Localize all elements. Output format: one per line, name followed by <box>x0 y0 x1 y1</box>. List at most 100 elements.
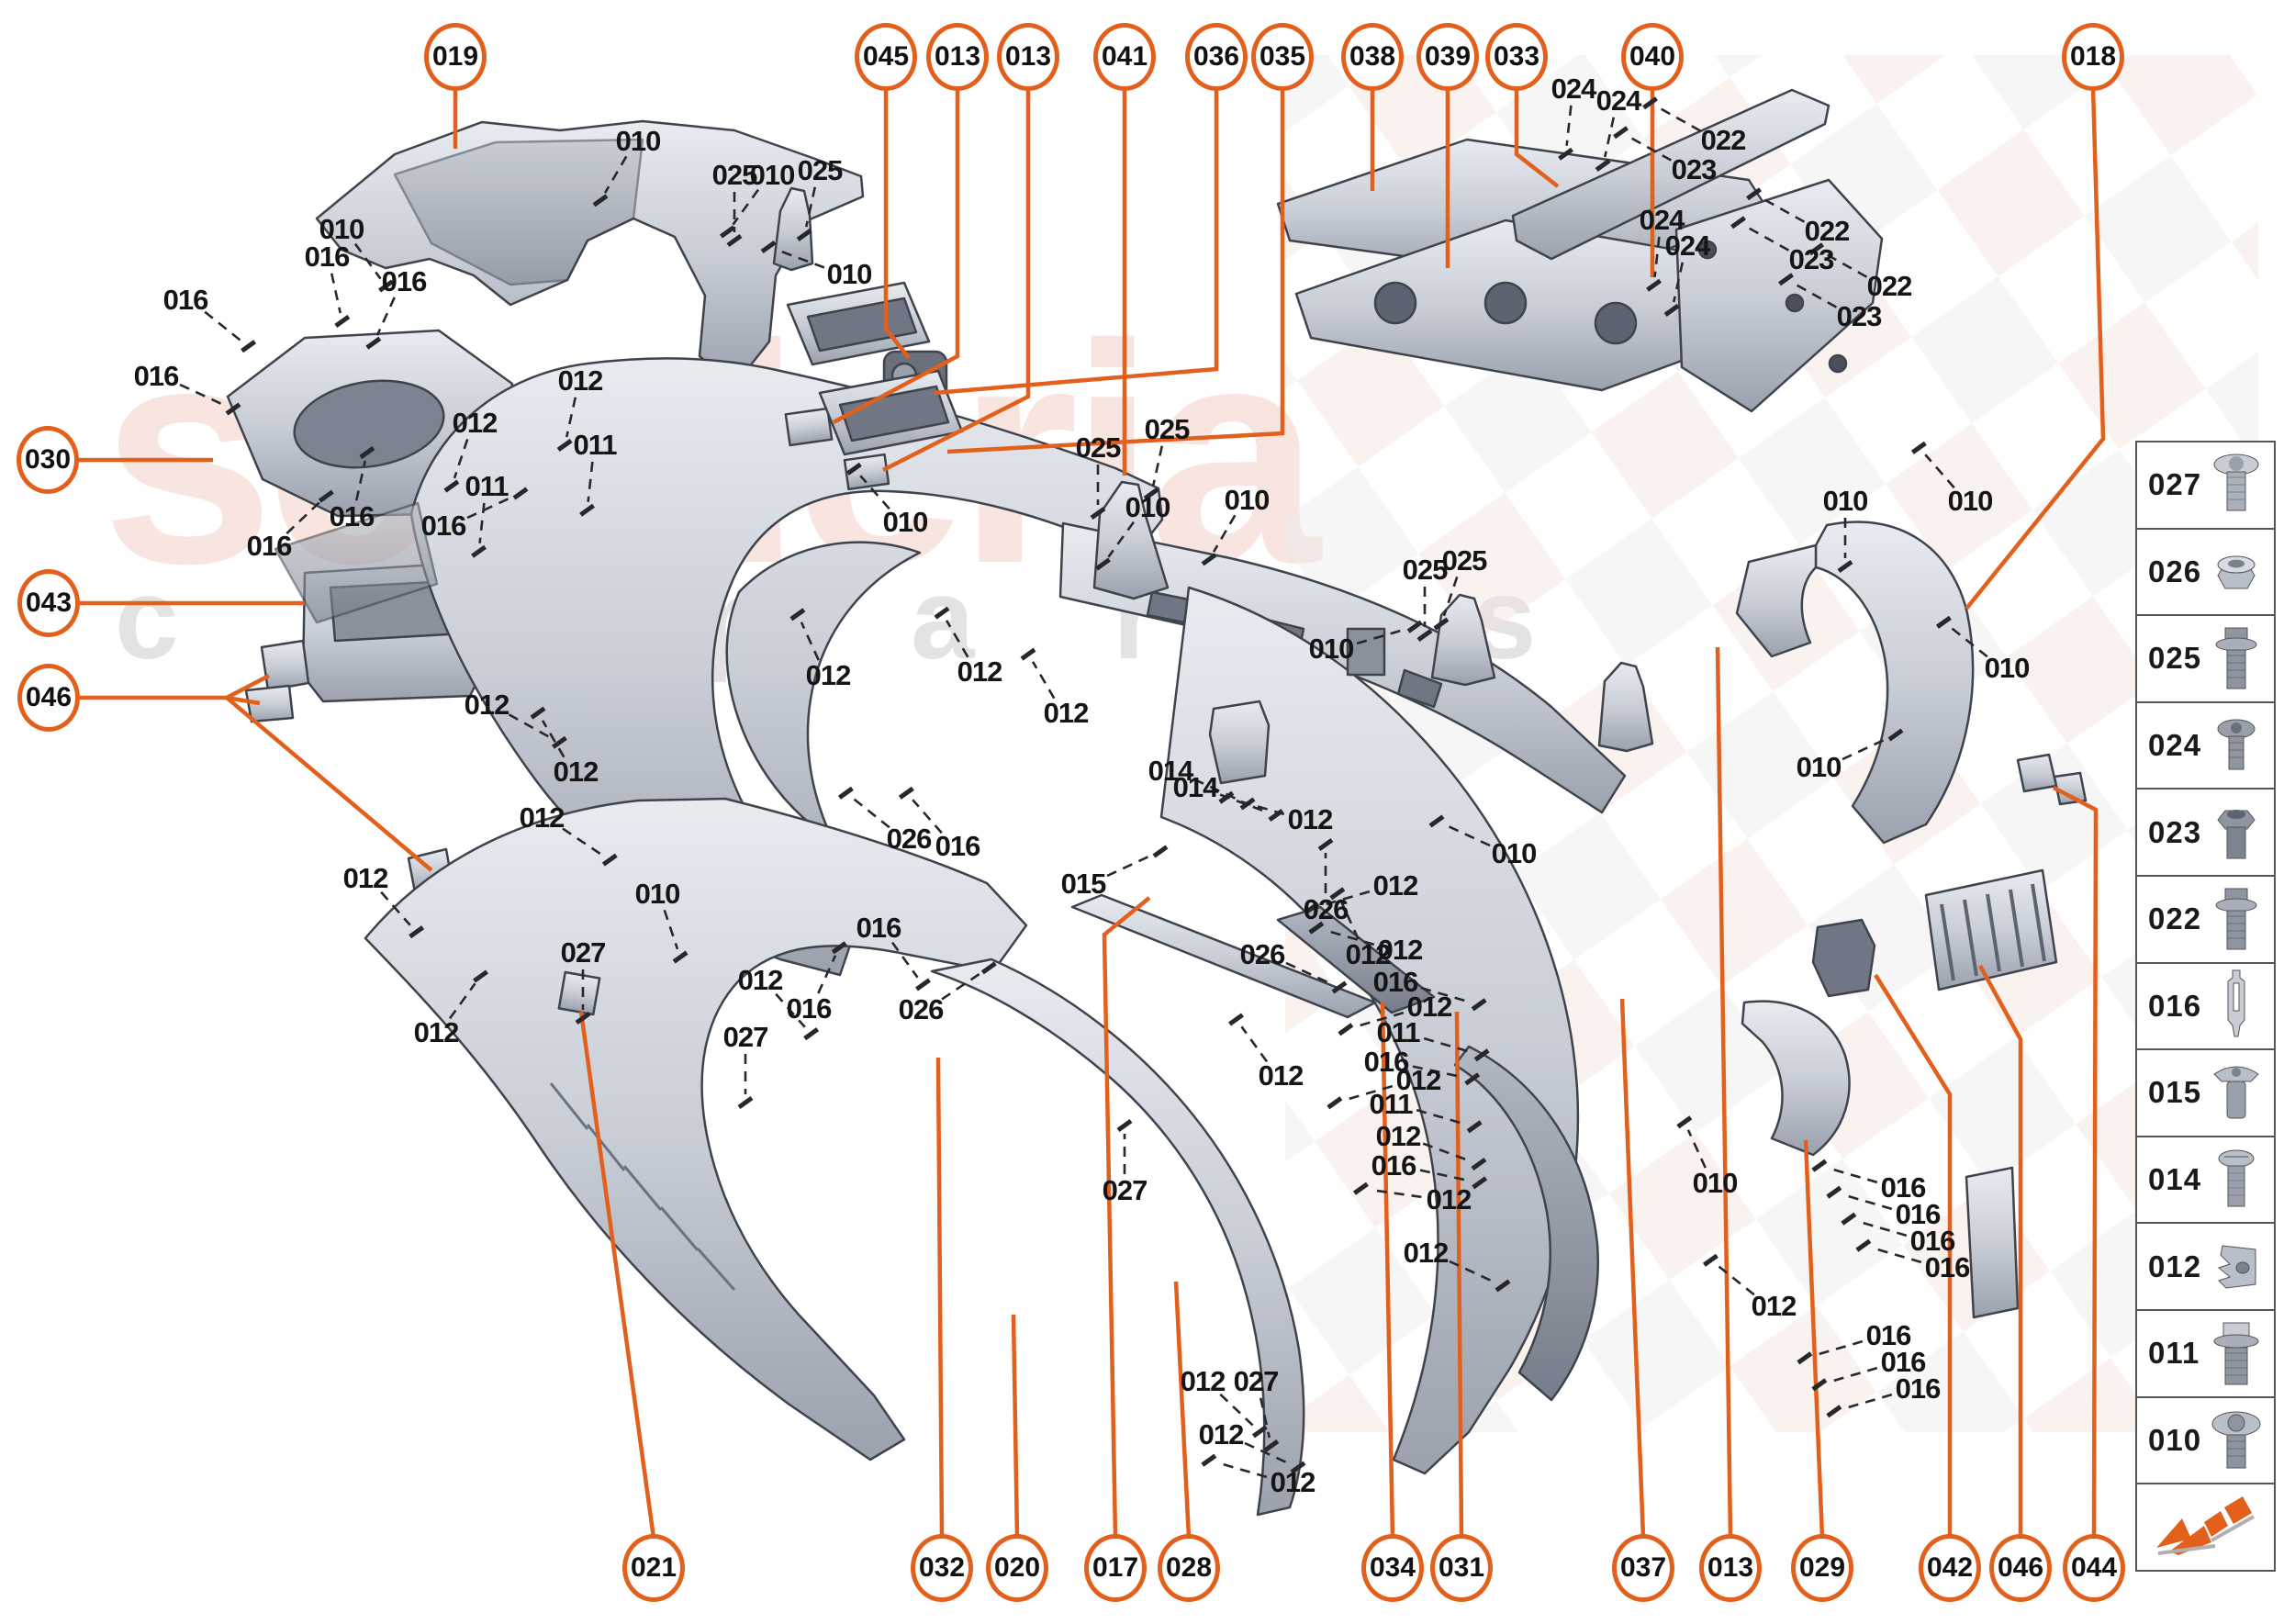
legend-row-015[interactable]: 015 <box>2135 1048 2276 1137</box>
legend-row-022[interactable]: 022 <box>2135 874 2276 964</box>
callout-circle-041[interactable]: 041 <box>1093 23 1156 91</box>
part-number-label: 016 <box>1865 1319 1912 1351</box>
callout-circle-044[interactable]: 044 <box>2063 1534 2125 1602</box>
part-arch-strip-029 <box>1965 1166 2020 1319</box>
callout-circle-034[interactable]: 034 <box>1361 1534 1424 1602</box>
part-number-label: 010 <box>1796 751 1842 783</box>
part-number-label: 016 <box>1371 1149 1417 1182</box>
callout-circle-013[interactable]: 013 <box>997 23 1059 91</box>
callout-circle-018[interactable]: 018 <box>2062 23 2124 91</box>
legend-row-023[interactable]: 023 <box>2135 788 2276 877</box>
fastener-tick <box>1642 96 1658 110</box>
part-number-label: 010 <box>882 506 929 538</box>
fastener-tick <box>1331 980 1348 994</box>
legend-row-011[interactable]: 011 <box>2135 1308 2276 1398</box>
fastener-tick <box>1353 1182 1369 1195</box>
legend-row-016[interactable]: 016 <box>2135 961 2276 1051</box>
legend-row-026[interactable]: 026 <box>2135 527 2276 617</box>
fastener-tick <box>530 706 546 720</box>
fastener-dash <box>478 502 486 543</box>
callout-circle-017[interactable]: 017 <box>1084 1534 1147 1602</box>
callout-circle-039[interactable]: 039 <box>1416 23 1479 91</box>
fastener-dash <box>1339 901 1360 940</box>
fastener-dash <box>778 249 825 269</box>
leader-line <box>225 696 433 872</box>
callout-circle-040[interactable]: 040 <box>1621 23 1684 91</box>
legend-number: 012 <box>2148 1249 2202 1283</box>
fastener-dash <box>1924 454 1955 489</box>
part-number-label: 024 <box>1595 84 1642 117</box>
fastener-tick <box>1826 1405 1842 1418</box>
part-number-label: 010 <box>319 213 365 245</box>
callout-circle-020[interactable]: 020 <box>986 1534 1048 1602</box>
legend-number: 023 <box>2148 814 2202 849</box>
callout-circle-045[interactable]: 045 <box>855 23 917 91</box>
part-bumper-lower-panel-ribs <box>549 1082 736 1291</box>
callout-circle-036[interactable]: 036 <box>1185 23 1248 91</box>
fastener-dash <box>1412 1065 1462 1079</box>
leader-line <box>935 1057 945 1539</box>
part-number-label: 023 <box>1671 153 1718 185</box>
callout-circle-046[interactable]: 046 <box>1989 1534 2052 1602</box>
callout-circle-019[interactable]: 019 <box>424 23 487 91</box>
callout-circle-031[interactable]: 031 <box>1430 1534 1493 1602</box>
part-number-label: 012 <box>342 862 389 894</box>
fastener-dash <box>912 799 943 834</box>
fastener-dash <box>1355 1011 1405 1028</box>
callout-circle-030[interactable]: 030 <box>17 426 79 494</box>
callout-circle-028[interactable]: 028 <box>1158 1534 1220 1602</box>
fastener-tick <box>1433 617 1450 631</box>
part-number-label: 010 <box>826 258 873 290</box>
fastener-tick <box>575 1011 591 1025</box>
part-lower-rail-015 <box>1070 893 1377 1019</box>
legend-row-025[interactable]: 025 <box>2135 614 2276 703</box>
callout-circle-035[interactable]: 035 <box>1251 23 1314 91</box>
legend-row-012[interactable]: 012 <box>2135 1222 2276 1311</box>
fastener-tick <box>512 487 529 500</box>
legend-row-024[interactable]: 024 <box>2135 700 2276 790</box>
leader-line <box>934 87 1219 396</box>
callout-circle-033[interactable]: 033 <box>1485 23 1548 91</box>
callout-circle-013[interactable]: 013 <box>926 23 989 91</box>
callout-circle-029[interactable]: 029 <box>1791 1534 1853 1602</box>
torx-oval-screw-icon <box>2208 1406 2265 1475</box>
part-number-label: 012 <box>452 407 498 439</box>
callout-circle-032[interactable]: 032 <box>911 1534 973 1602</box>
fastener-tick <box>1746 187 1762 201</box>
fastener-dash <box>1218 1462 1268 1479</box>
part-corner-bracket-029 <box>1741 1000 1851 1157</box>
part-wheel-arch-liner <box>1453 1045 1599 1402</box>
fastener-tick <box>831 941 847 955</box>
fastener-tick <box>720 225 735 239</box>
callout-circle-046[interactable]: 046 <box>17 664 80 732</box>
fastener-tick <box>601 853 618 867</box>
part-number-label: 027 <box>722 1021 769 1053</box>
fastener-dash <box>1829 1366 1878 1383</box>
fastener-tick <box>1143 487 1159 500</box>
legend-row-010[interactable]: 010 <box>2135 1395 2276 1485</box>
callout-circle-042[interactable]: 042 <box>1919 1534 1981 1602</box>
legend-row-014[interactable]: 014 <box>2135 1135 2276 1225</box>
part-number-label: 012 <box>464 689 510 721</box>
fastener-tick <box>1811 1378 1828 1392</box>
callout-circle-038[interactable]: 038 <box>1341 23 1404 91</box>
fastener-dash <box>941 972 981 1001</box>
fastener-tick <box>796 228 812 241</box>
fastener-tick <box>1464 1072 1481 1086</box>
part-number-label: 012 <box>805 659 852 691</box>
callout-circle-013[interactable]: 013 <box>1699 1534 1762 1602</box>
callout-circle-037[interactable]: 037 <box>1612 1534 1674 1602</box>
callout-circle-043[interactable]: 043 <box>17 569 80 637</box>
callout-circle-021[interactable]: 021 <box>622 1534 685 1602</box>
part-number-label: 010 <box>1947 485 1994 517</box>
fastener-dash <box>1672 262 1685 303</box>
part-number-label: 012 <box>1426 1183 1472 1215</box>
part-number-label: 012 <box>413 1016 460 1048</box>
legend-row-027[interactable]: 027 <box>2135 441 2276 530</box>
torx-pan-screw-icon <box>2208 711 2265 780</box>
part-side-duct-018-arm <box>1735 543 1818 658</box>
fastener-tick <box>473 969 488 983</box>
hex-flange-bolt-icon <box>2208 1318 2265 1388</box>
fastener-dash <box>1356 628 1405 645</box>
fastener-tick <box>1416 628 1433 643</box>
